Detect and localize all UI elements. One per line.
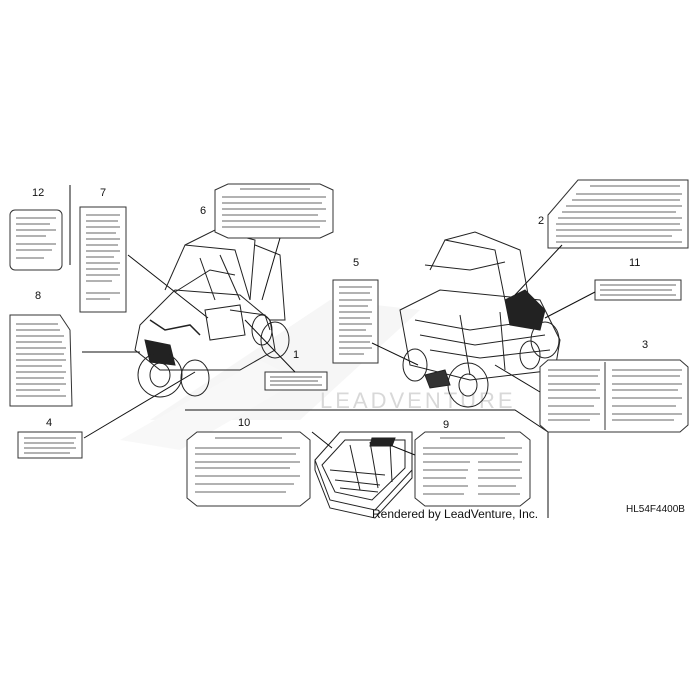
label-1 — [264, 371, 328, 391]
leader-5 — [371, 342, 419, 366]
callout-1: 1 — [293, 349, 299, 361]
callout-8: 8 — [35, 290, 41, 302]
label-10 — [186, 431, 311, 507]
vehicle-rear-view — [399, 231, 561, 408]
callout-7: 7 — [100, 187, 106, 199]
vehicle-front-view — [134, 229, 290, 398]
label-7 — [79, 206, 127, 313]
part-code: HL54F4400B — [626, 504, 685, 515]
label-9 — [414, 431, 531, 507]
label-12 — [9, 209, 63, 271]
callout-3: 3 — [642, 339, 648, 351]
credit-text: Rendered by LeadVenture, Inc. — [372, 507, 538, 521]
callout-2: 2 — [538, 215, 544, 227]
leader-1 — [244, 319, 296, 373]
leader-4 — [83, 371, 196, 439]
leader-9 — [389, 444, 416, 456]
callout-4: 4 — [46, 417, 52, 429]
label-5 — [332, 279, 379, 364]
label-11 — [594, 279, 682, 301]
label-6 — [214, 183, 334, 239]
callout-10: 10 — [238, 417, 250, 429]
leader-3 — [494, 364, 541, 393]
leader-10 — [311, 431, 333, 449]
callout-11: 11 — [629, 257, 640, 269]
leader-2 — [514, 244, 563, 296]
callout-9: 9 — [443, 419, 449, 431]
label-2 — [547, 179, 689, 249]
callout-12: 12 — [32, 187, 44, 199]
watermark-text: LEADVENTURE — [320, 388, 516, 413]
label-3 — [539, 359, 689, 433]
section-dividers — [69, 185, 549, 518]
label-4 — [17, 431, 83, 459]
cargo-bed — [314, 431, 413, 519]
callout-6: 6 — [200, 205, 206, 217]
leader-11 — [544, 291, 596, 319]
callout-5: 5 — [353, 257, 359, 269]
leader-7 — [127, 254, 209, 319]
label-8 — [9, 314, 73, 407]
leader-6 — [261, 237, 281, 301]
